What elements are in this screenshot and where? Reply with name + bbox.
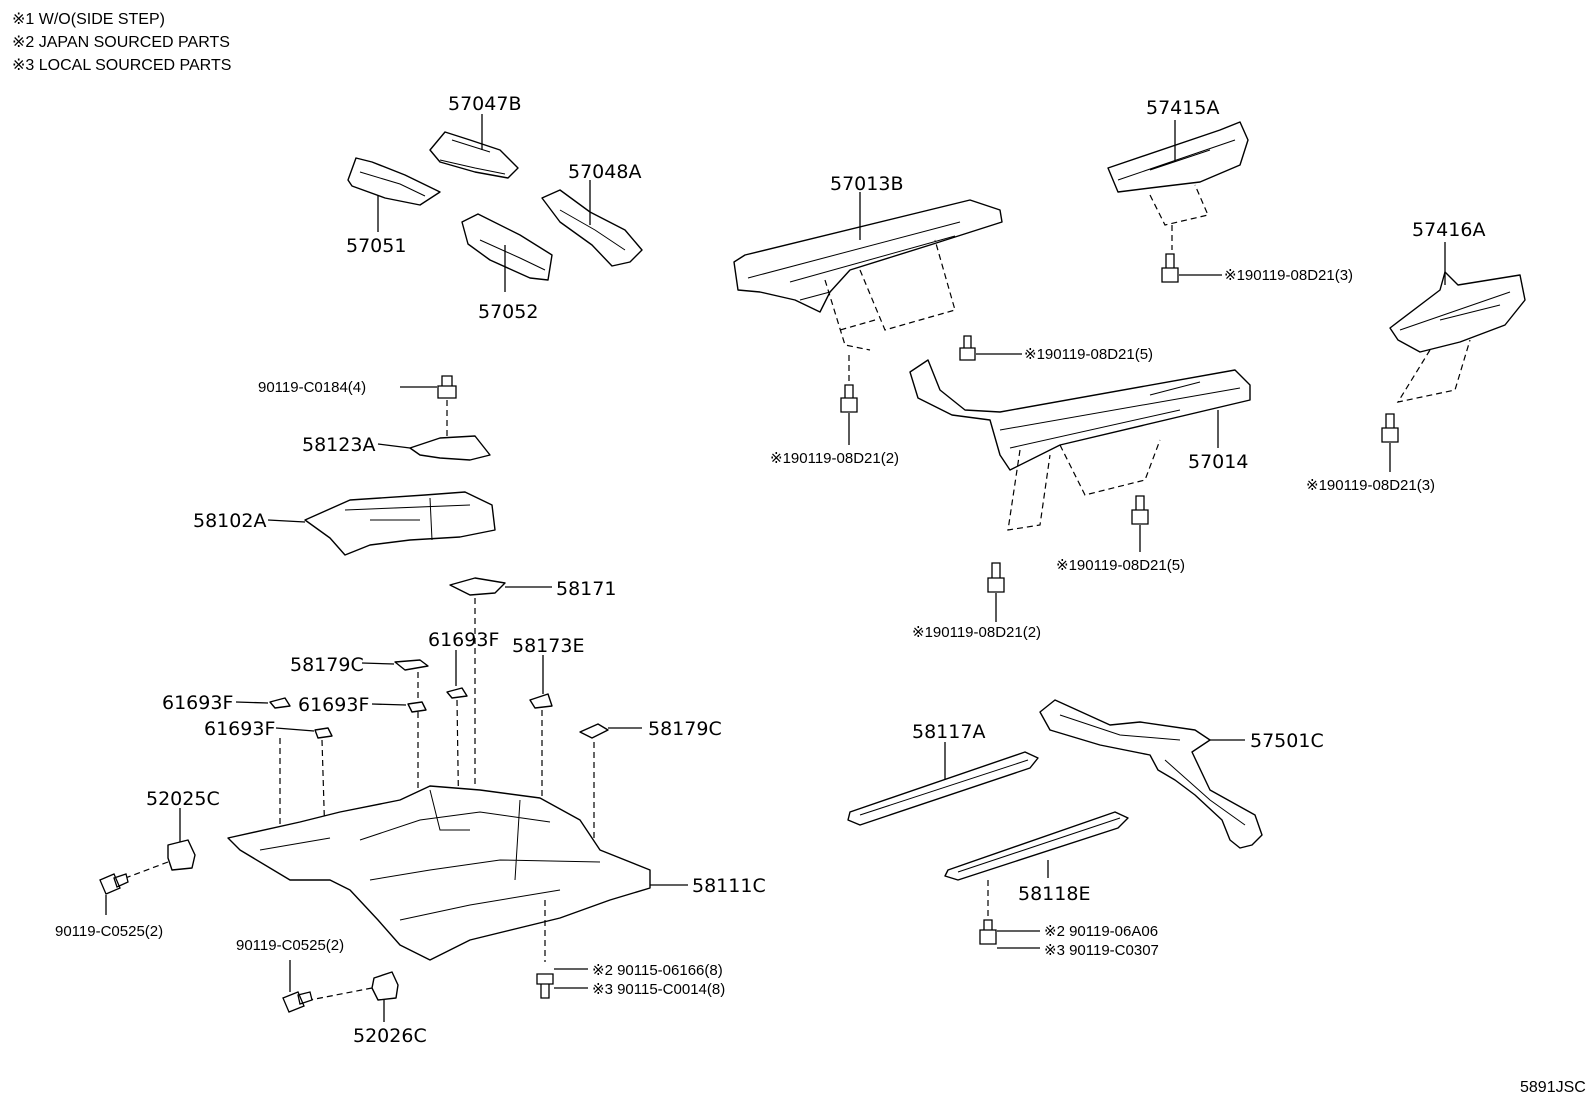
part-58123A[interactable]: 58123A <box>302 434 491 461</box>
part-52026C[interactable]: 52026C <box>309 971 427 1047</box>
label-bolt-57415A: ※190119-08D21(3) <box>1224 267 1353 284</box>
part-57052[interactable]: 57052 <box>461 213 553 323</box>
bolt-57014-b[interactable]: ※190119-08D21(2) <box>912 562 1041 641</box>
bolt-58111C[interactable]: ※2 90115-06166(8) ※3 90115-C0014(8) <box>536 900 725 999</box>
label-57051: 57051 <box>346 235 406 257</box>
label-bolt-57013B-a: ※190119-08D21(5) <box>1024 346 1153 363</box>
label-52026C: 52026C <box>353 1025 427 1047</box>
bolt-57013B-b[interactable]: ※190119-08D21(2) <box>770 355 899 467</box>
bolt-57416A[interactable]: ※190119-08D21(3) <box>1306 413 1435 494</box>
part-58179C-b[interactable]: 58179C <box>579 718 722 850</box>
label-57415A: 57415A <box>1146 97 1219 119</box>
label-58179C-a: 58179C <box>290 654 364 676</box>
label-58118E: 58118E <box>1018 883 1090 905</box>
label-bolt-52025C: 90119-C0525(2) <box>55 923 163 940</box>
part-57014[interactable]: 57014 <box>909 359 1251 531</box>
label-52025C: 52025C <box>146 788 220 810</box>
label-58123A: 58123A <box>302 434 375 456</box>
label-bolt-52026C: 90119-C0525(2) <box>236 937 344 954</box>
label-58102A: 58102A <box>193 510 266 532</box>
bolt-57013B-a[interactable]: ※190119-08D21(5) <box>959 335 1153 363</box>
part-58111C[interactable]: 58111C <box>227 785 766 961</box>
label-61693F-a: 61693F <box>428 629 499 651</box>
label-bolt-57014-b: ※190119-08D21(2) <box>912 624 1041 641</box>
label-58117A: 58117A <box>912 721 985 743</box>
label-58171: 58171 <box>556 578 616 600</box>
label-57014: 57014 <box>1188 451 1248 473</box>
label-bolt-57416A: ※190119-08D21(3) <box>1306 477 1435 494</box>
label-57501C: 57501C <box>1250 730 1324 752</box>
part-61693F-b[interactable]: 61693F <box>162 692 291 714</box>
part-61693F-c[interactable]: 61693F <box>298 694 427 716</box>
label-58173E: 58173E <box>512 635 584 657</box>
label-58179C-b: 58179C <box>648 718 722 740</box>
part-58171[interactable]: 58171 <box>449 577 616 785</box>
label-61693F-b: 61693F <box>162 692 233 714</box>
label-61693F-c: 61693F <box>298 694 369 716</box>
part-57047B[interactable]: 57047B <box>429 93 521 179</box>
bolt-57415A[interactable]: ※190119-08D21(3) <box>1161 225 1353 284</box>
bolt-52025C[interactable]: 90119-C0525(2) <box>55 873 163 940</box>
label-bolt-57014-a: ※190119-08D21(5) <box>1056 557 1185 574</box>
label-57048A: 57048A <box>568 161 641 183</box>
bolt-58118E[interactable]: ※2 90119-06A06 ※3 90119-C0307 <box>979 919 1159 959</box>
part-58102A[interactable]: 58102A <box>193 491 496 556</box>
label-61693F-d: 61693F <box>204 718 275 740</box>
label-bolt-58123A: 90119-C0184(4) <box>258 379 366 396</box>
label-bolt-58111C-b: ※3 90115-C0014(8) <box>592 981 725 998</box>
part-57048A[interactable]: 57048A <box>541 161 643 267</box>
label-bolt-58111C-a: ※2 90115-06166(8) <box>592 962 723 979</box>
part-58118E[interactable]: 58118E <box>944 811 1129 920</box>
notes: ※1 W/O(SIDE STEP) ※2 JAPAN SOURCED PARTS… <box>12 11 231 74</box>
bolt-58123A[interactable]: 90119-C0184(4) <box>258 375 457 440</box>
label-bolt-57013B-b: ※190119-08D21(2) <box>770 450 899 467</box>
part-57013B[interactable]: 57013B <box>733 173 1003 351</box>
part-57416A[interactable]: 57416A <box>1389 219 1526 403</box>
part-57051[interactable]: 57051 <box>346 157 441 257</box>
part-58117A[interactable]: 58117A <box>847 721 1039 826</box>
note-2: ※2 JAPAN SOURCED PARTS <box>12 34 230 51</box>
note-1: ※1 W/O(SIDE STEP) <box>12 11 165 28</box>
part-52025C[interactable]: 52025C <box>119 788 220 881</box>
bolt-52026C[interactable]: 90119-C0525(2) <box>236 937 344 1013</box>
part-57415A[interactable]: 57415A <box>1107 97 1249 226</box>
label-57013B: 57013B <box>830 173 903 195</box>
label-58111C: 58111C <box>692 875 766 897</box>
label-57052: 57052 <box>478 301 538 323</box>
part-57501C[interactable]: 57501C <box>1039 699 1324 849</box>
label-bolt-58118E-a: ※2 90119-06A06 <box>1044 923 1158 940</box>
label-bolt-58118E-b: ※3 90119-C0307 <box>1044 942 1159 959</box>
note-3: ※3 LOCAL SOURCED PARTS <box>12 57 231 74</box>
bolt-57014-a[interactable]: ※190119-08D21(5) <box>1056 495 1185 574</box>
diagram-code: 5891JSC <box>1520 1079 1586 1096</box>
label-57047B: 57047B <box>448 93 521 115</box>
label-57416A: 57416A <box>1412 219 1485 241</box>
